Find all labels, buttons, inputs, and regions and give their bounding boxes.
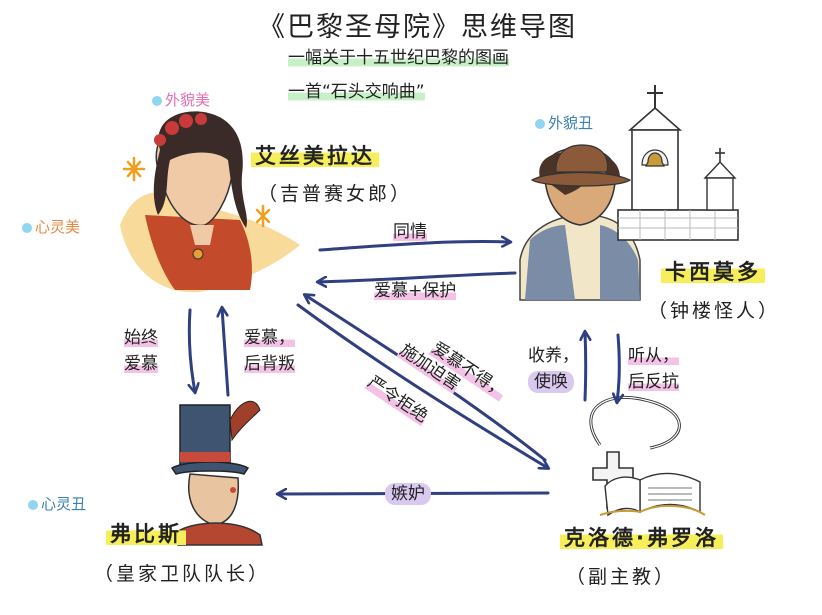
relation-sympathy: 同情 [393, 222, 427, 242]
phoebus-portrait [170, 400, 263, 546]
page-title: 《巴黎圣母院》思维导图 [258, 12, 577, 43]
quasimodo-portrait [519, 144, 641, 301]
book-icon [599, 472, 706, 517]
frollo-name: 克洛德·弗罗洛 [560, 526, 723, 550]
relation-jealous: 嫉妒 [385, 483, 431, 505]
quasimodo-name: 卡西莫多 [661, 260, 765, 284]
relation-love-protect: 爱慕+保护 [374, 281, 457, 301]
arrow-obey [617, 333, 619, 402]
esmeralda-portrait [120, 111, 300, 293]
arrow-adopt [585, 332, 586, 402]
tag-heart-ugly: 心灵丑 [28, 497, 86, 512]
quasimodo-role: （钟楼怪人） [648, 300, 781, 322]
phoebus-role: （皇家卫队队长） [94, 563, 271, 585]
tag-heart-beautiful: 心灵美 [22, 220, 80, 235]
esmeralda-name: 艾丝美拉达 [251, 144, 379, 168]
arrow-always-love [189, 308, 195, 392]
relation-adopt: 收养， 使唤 [528, 346, 579, 393]
tag-appearance-ugly: 外貌丑 [535, 116, 593, 131]
arrow-sympathy [318, 242, 510, 252]
arrow-love-protect [318, 271, 517, 282]
bell-tower-icon [617, 85, 739, 241]
subtitle-2: 一首“石头交响曲” [288, 82, 425, 102]
arrow-refuse [296, 303, 548, 468]
relation-obey: 听从， 后反抗 [628, 346, 679, 392]
subtitle-1: 一幅关于十五世纪巴黎的图画 [288, 48, 509, 68]
arrow-love-betray [222, 308, 230, 397]
relation-love-betray: 爱慕， 后背叛 [244, 328, 295, 374]
esmeralda-role: （吉普赛女郎） [258, 183, 413, 205]
frollo-role: （副主教） [566, 566, 677, 588]
arrow-unrequited [305, 295, 547, 462]
phoebus-name: 弗比斯 [106, 522, 186, 546]
relation-always-love: 始终 爱慕 [124, 328, 158, 374]
tag-appearance-beautiful: 外貌美 [152, 93, 210, 108]
